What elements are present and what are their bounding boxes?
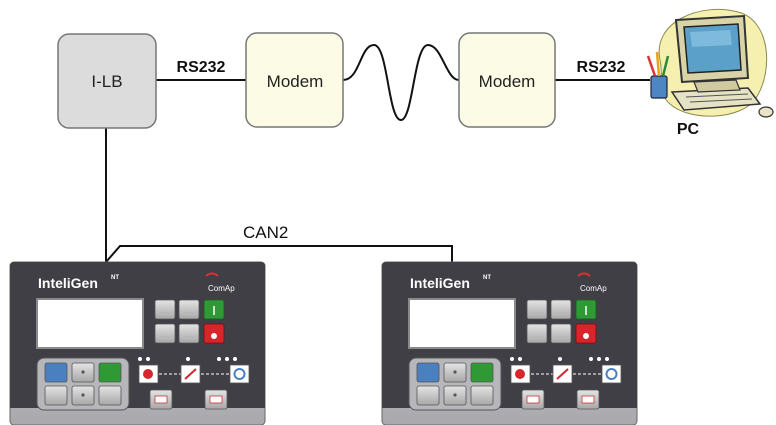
pc-node: PC [646,8,774,138]
computer-icon [646,8,774,118]
horn-reset-button[interactable] [154,323,176,344]
enter-button[interactable] [470,362,494,383]
lcd-screen [408,298,516,349]
page-button[interactable] [416,362,440,383]
stop-icon [211,333,217,339]
button-marking-icon [183,336,195,339]
button-marking-icon [159,336,171,339]
generator-symbol-icon [143,369,153,379]
enter-button[interactable] [98,362,122,383]
mains-icon [601,364,622,384]
stop-icon [583,333,589,339]
right-button[interactable] [470,385,494,406]
brand-label: InteliGen [38,275,98,291]
down-arrow-icon [453,393,457,397]
mode-left-button[interactable] [526,299,548,320]
button-marking-icon [555,312,567,315]
status-led [217,357,221,361]
mcb-symbol-icon [209,395,223,404]
status-led [597,357,601,361]
comap-logo-icon [205,272,219,277]
modem-right-node: Modem [458,32,556,128]
status-led [605,357,609,361]
mains-symbol-icon [233,368,246,380]
generator-symbol-icon [515,369,525,379]
fault-reset-button[interactable] [550,323,572,344]
gcb-symbol-icon [154,395,168,404]
status-led [225,357,229,361]
status-led [510,357,514,361]
controller-units: InteliGen NT ComAp InteliGen NT ComAp [9,261,638,425]
button-marking-icon [159,312,171,315]
lcd-screen [36,298,144,349]
mcb-symbol-icon [581,395,595,404]
status-led [146,357,150,361]
modem-right-label: Modem [479,72,536,91]
up-arrow-icon [81,370,85,374]
comap-logo-icon [577,272,591,277]
gcb-symbol-icon [526,395,540,404]
controller-unit: InteliGen NT ComAp [9,261,266,425]
breaker-symbol-icon [184,368,197,380]
status-led [558,357,562,361]
modem-left-label: Modem [267,72,324,91]
mode-right-button[interactable] [178,299,200,320]
mains-icon [229,364,250,384]
ilb-label: I-LB [91,72,122,91]
mode-left-button[interactable] [154,299,176,320]
controller-unit: InteliGen NT ComAp [381,261,638,425]
mode-right-button[interactable] [550,299,572,320]
left-button[interactable] [416,385,440,406]
status-led [518,357,522,361]
button-marking-icon [183,312,195,315]
maker-label: ComAp [208,284,235,293]
rs232-label-right: RS232 [577,59,626,76]
page-button[interactable] [44,362,68,383]
rs232-label-left: RS232 [177,59,226,76]
button-marking-icon [531,336,543,339]
maker-label: ComAp [580,284,607,293]
brand-label: InteliGen [410,275,470,291]
modem-link-wave [342,43,460,122]
brand-superscript: NT [111,275,119,281]
horn-reset-button[interactable] [526,323,548,344]
pc-label: PC [677,121,700,138]
left-button[interactable] [44,385,68,406]
can2-label: CAN2 [243,223,288,242]
breaker-symbol-icon [556,368,569,380]
status-led [589,357,593,361]
brand-superscript: NT [483,275,491,281]
button-marking-icon [555,336,567,339]
status-led [138,357,142,361]
mains-symbol-icon [605,368,618,380]
status-led [186,357,190,361]
status-led [233,357,237,361]
button-marking-icon [531,312,543,315]
ilb-node: I-LB [57,33,157,129]
right-button[interactable] [98,385,122,406]
up-arrow-icon [453,370,457,374]
modem-left-node: Modem [245,32,344,128]
down-arrow-icon [81,393,85,397]
fault-reset-button[interactable] [178,323,200,344]
can2-bus-line [105,125,453,265]
